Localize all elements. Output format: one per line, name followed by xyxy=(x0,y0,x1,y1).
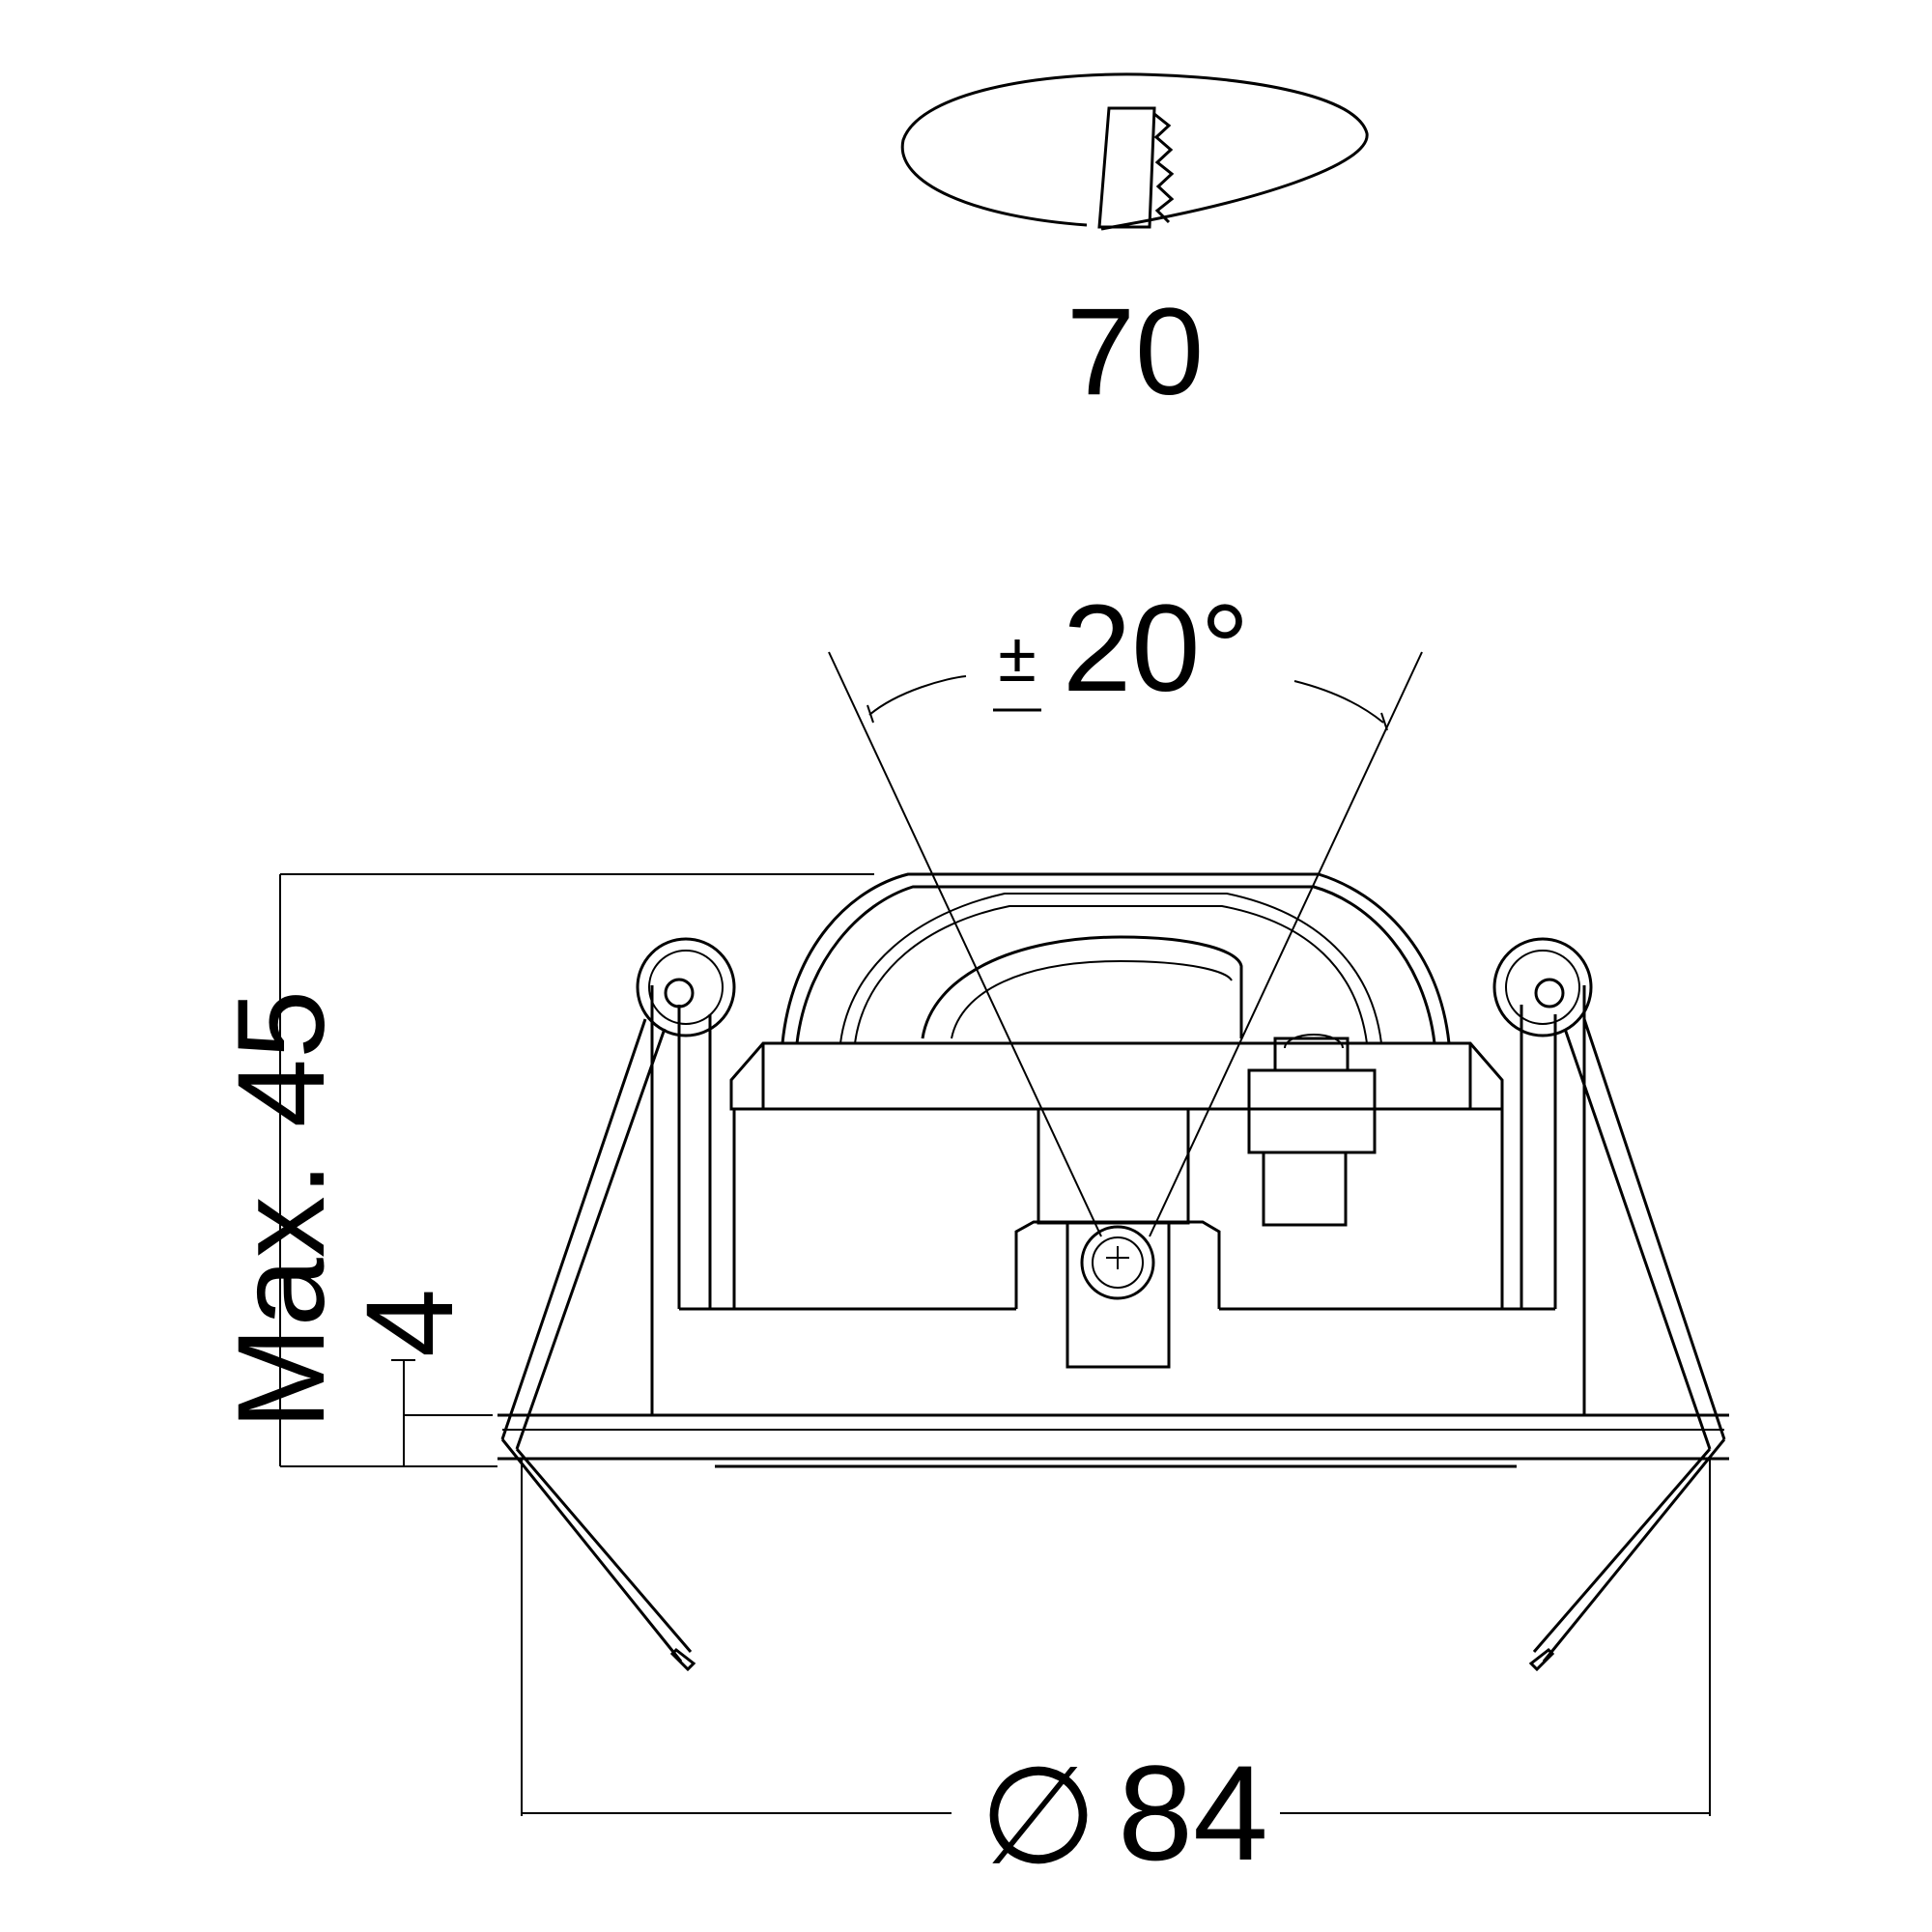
downlight-fixture xyxy=(497,872,1729,1672)
flange-thickness-label: 4 xyxy=(341,1289,479,1357)
height-dimension-lines xyxy=(279,873,874,1467)
diameter-label: 84 xyxy=(1118,1737,1268,1889)
tilt-plus-minus: ± xyxy=(998,619,1037,696)
cutout-symbol xyxy=(900,72,1369,231)
diameter-symbol: ∅ xyxy=(980,1740,1097,1891)
cutout-dimension-label: 70 xyxy=(1066,283,1204,421)
diameter-dimension-lines xyxy=(521,1459,1711,1816)
tilt-angle-lines xyxy=(828,651,1423,1237)
tilt-angle-label: 20° xyxy=(1063,580,1250,718)
max-height-label: Max. 45 xyxy=(213,990,351,1430)
